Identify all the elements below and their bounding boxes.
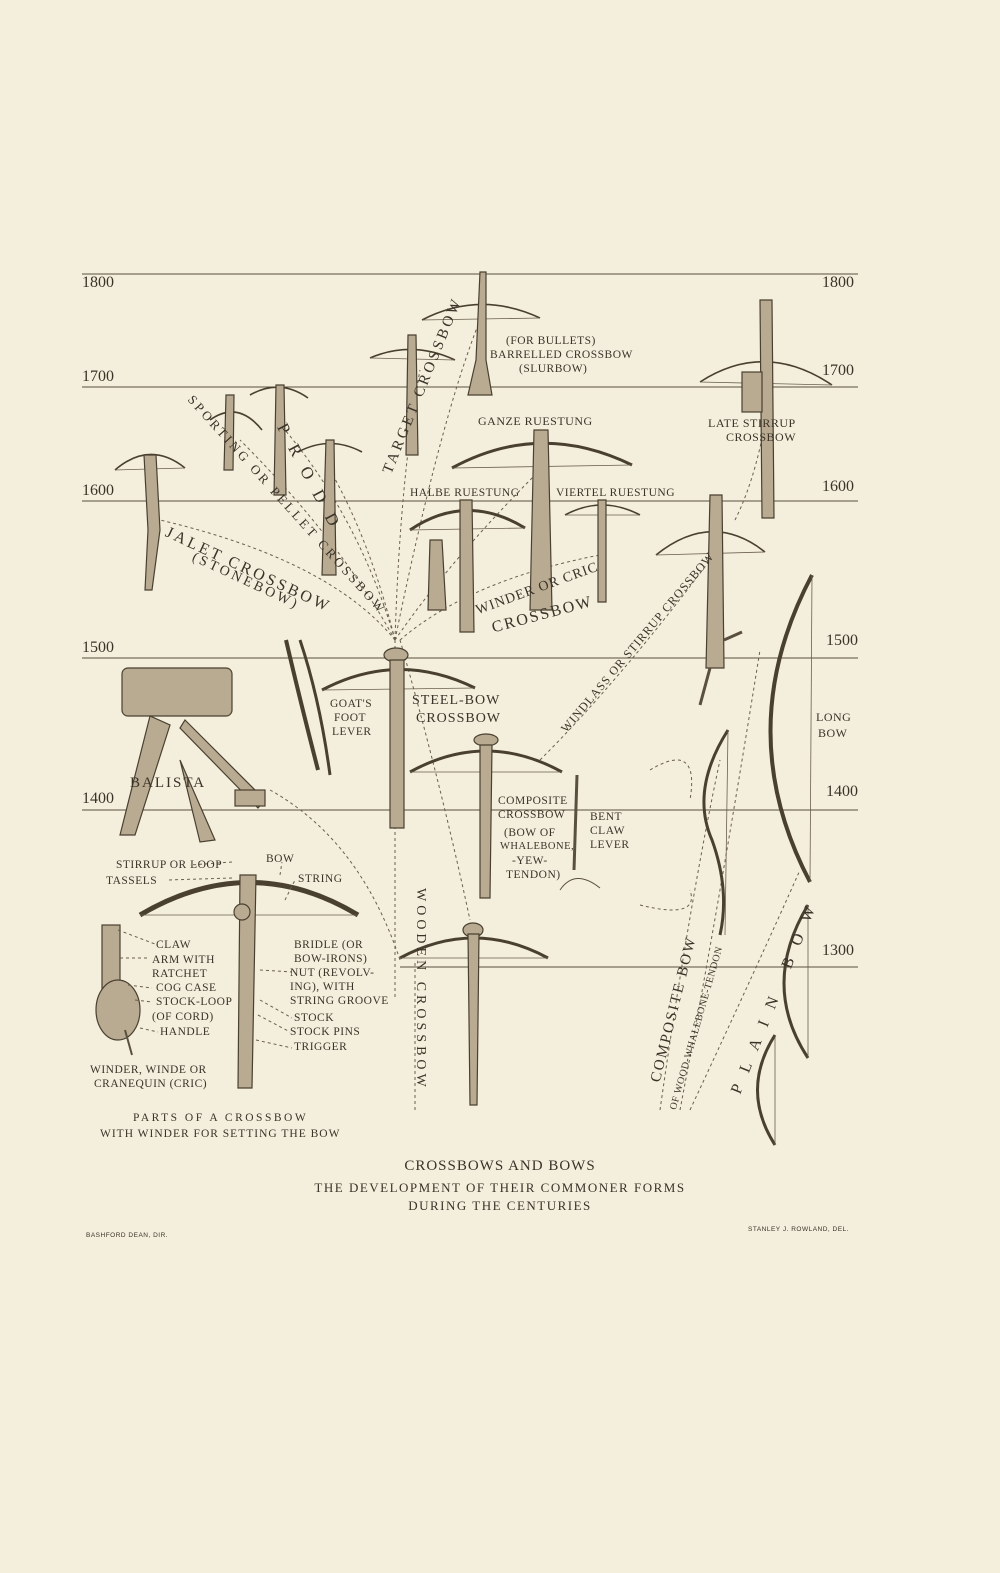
steel-bow-crossbow-drawing: [321, 647, 476, 829]
composite-crossbow-label-2: CROSSBOW: [498, 809, 566, 821]
barrelled-label-1: (FOR BULLETS): [506, 335, 596, 347]
composite-crossbow-label-5: -YEW-: [512, 855, 548, 867]
year-left-1800: 1800: [82, 274, 114, 291]
steel-bow-label-2: CROSSBOW: [416, 711, 502, 726]
plate-title: CROSSBOWS AND BOWS: [404, 1158, 596, 1174]
year-right-1400: 1400: [826, 783, 858, 800]
windlass-crossbow-drawing: [655, 494, 766, 706]
ganze-ruestung-label: GANZE RUESTUNG: [478, 414, 593, 428]
year-right-1800: 1800: [822, 274, 854, 291]
part-cog-label: COG CASE: [156, 982, 217, 994]
part-string-label: STRING: [298, 873, 343, 885]
balista-label: BALISTA: [130, 775, 207, 791]
late-stirrup-label-1: LATE STIRRUP: [708, 416, 796, 430]
part-pins-label: STOCK PINS: [290, 1026, 361, 1038]
part-winder-label-2: CRANEQUIN (CRIC): [94, 1078, 208, 1090]
part-arm-label-1: ARM WITH: [152, 954, 215, 966]
barrelled-label-3: (SLURBOW): [519, 363, 588, 375]
part-stirrup-label: STIRRUP OR LOOP: [116, 859, 223, 871]
composite-crossbow-label-3: (BOW OF: [504, 827, 556, 839]
part-nut-label-2: ING), WITH: [290, 981, 355, 993]
barrelled-label-2: BARRELLED CROSSBOW: [490, 349, 633, 361]
bent-claw-label-3: LEVER: [590, 839, 630, 851]
year-right-1300: 1300: [822, 942, 854, 959]
sporting-crossbow-drawing: [209, 384, 363, 576]
parts-crossbow-drawing: [95, 861, 360, 1089]
target-crossbow-drawing: [369, 334, 456, 456]
jalet-crossbow-drawing: [114, 453, 186, 591]
bent-claw-label-2: CLAW: [590, 825, 625, 837]
year-left-1700: 1700: [82, 368, 114, 385]
composite-crossbow-drawing: [409, 733, 563, 899]
part-trigger-label: TRIGGER: [294, 1041, 348, 1053]
year-right-1600: 1600: [822, 478, 854, 495]
composite-crossbow-label-6: TENDON): [506, 869, 561, 881]
year-right-1500: 1500: [826, 632, 858, 649]
part-handle-label: HANDLE: [160, 1026, 211, 1038]
long-bow-label-2: BOW: [818, 726, 848, 740]
part-ofcord-label: (OF CORD): [152, 1011, 214, 1023]
year-left-1400: 1400: [82, 790, 114, 807]
composite-crossbow-label-4: WHALEBONE,: [500, 841, 575, 852]
composite-crossbow-label-1: COMPOSITE: [498, 795, 568, 807]
late-stirrup-label-2: CROSSBOW: [726, 430, 797, 444]
wooden-crossbow-drawing: [399, 922, 549, 1106]
bent-claw-label-1: BENT: [590, 811, 623, 823]
part-stockloop-label: STOCK-LOOP: [156, 996, 233, 1008]
halbe-ruestung-label: HALBE RUESTUNG: [410, 487, 520, 499]
plate-subtitle-2: DURING THE CENTURIES: [408, 1198, 592, 1213]
part-claw-label: CLAW: [156, 939, 191, 951]
part-bridle-label-2: BOW-IRONS): [294, 953, 368, 965]
part-arm-label-2: RATCHET: [152, 968, 208, 980]
bent-claw-lever-drawing: [559, 774, 601, 891]
part-bow-label: BOW: [266, 853, 295, 865]
long-bow-label-1: LONG: [816, 710, 852, 724]
part-stock-label: STOCK: [294, 1012, 334, 1024]
parts-caption-2: WITH WINDER FOR SETTING THE BOW: [100, 1128, 341, 1140]
goats-foot-label-1: GOAT'S: [330, 698, 373, 710]
parts-caption-1: PARTS OF A CROSSBOW: [133, 1112, 309, 1124]
part-nut-label-3: STRING GROOVE: [290, 995, 389, 1007]
year-right-1700: 1700: [822, 362, 854, 379]
steel-bow-label-1: STEEL-BOW: [412, 693, 501, 708]
balista-drawing: [119, 667, 266, 843]
year-left-1500: 1500: [82, 639, 114, 656]
ganze-ruestung-drawing: [451, 429, 633, 611]
plate-subtitle-1: THE DEVELOPMENT OF THEIR COMMONER FORMS: [314, 1180, 686, 1195]
plain-bow-drawing: [756, 904, 810, 1146]
goats-foot-label-3: LEVER: [332, 726, 372, 738]
composite-bow-drawing: [639, 729, 730, 936]
part-winder-label-1: WINDER, WINDE OR: [90, 1064, 207, 1076]
late-stirrup-crossbow-drawing: [699, 299, 833, 519]
part-nut-label-1: NUT (REVOLV-: [290, 967, 375, 979]
part-bridle-label-1: BRIDLE (OR: [294, 939, 364, 951]
viertel-ruestung-label: VIERTEL RUESTUNG: [556, 487, 675, 499]
goats-foot-label-2: FOOT: [334, 712, 367, 724]
goats-foot-lever-drawing: [284, 639, 332, 776]
credit-left: BASHFORD DEAN, DIR.: [86, 1232, 169, 1239]
halbe-ruestung-drawing: [409, 499, 526, 633]
part-tassels-label: TASSELS: [106, 875, 158, 887]
long-bow-drawing: [768, 574, 814, 883]
barrelled-crossbow-drawing: [421, 271, 541, 396]
wooden-crossbow-label: WOODEN CROSSBOW: [413, 888, 428, 1091]
viertel-ruestung-drawing: [564, 499, 641, 603]
year-left-1600: 1600: [82, 482, 114, 499]
credit-right: STANLEY J. ROWLAND, DEL.: [748, 1226, 849, 1233]
